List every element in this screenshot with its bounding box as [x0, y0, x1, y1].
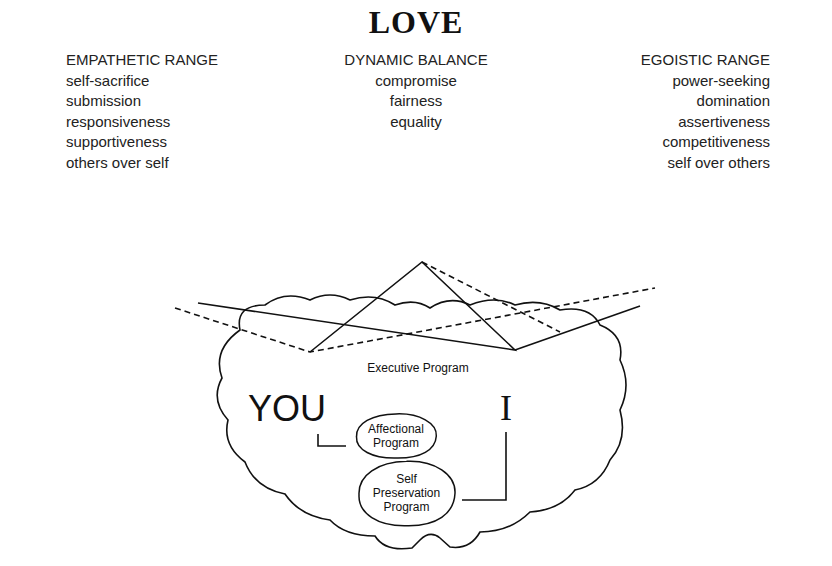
column-heading: EMPATHETIC RANGE	[66, 51, 218, 68]
column-heading: EGOISTIC RANGE	[641, 51, 770, 68]
region-text-group: Self Preservation Program	[373, 472, 441, 515]
column-heading: DYNAMIC BALANCE	[266, 51, 566, 68]
leader-line	[462, 432, 506, 500]
column-item: others over self	[66, 154, 169, 171]
region-label: YOU	[248, 388, 326, 429]
column-item: self-sacrifice	[66, 72, 149, 89]
program-region: Affectional Program	[354, 413, 438, 459]
region-outline-path	[358, 461, 454, 525]
program-region: Self Preservation Program	[356, 460, 457, 527]
region-outline-path	[356, 414, 436, 458]
dashed-triangle-line	[422, 262, 560, 332]
column-item: equality	[266, 113, 566, 130]
column-item: fairness	[266, 92, 566, 109]
region-text-group: Affectional Program	[368, 422, 424, 451]
region-label: I	[500, 388, 512, 429]
column-item: competitiveness	[662, 133, 770, 150]
column-item: self over others	[667, 154, 770, 171]
column-item: domination	[697, 92, 770, 109]
column-item: assertiveness	[678, 113, 770, 130]
diagram-title: LOVE	[0, 4, 832, 41]
leader-line	[318, 434, 346, 446]
program-label: Self Preservation Program	[373, 472, 441, 515]
dashed-triangle-line	[175, 288, 655, 352]
column-item: supportiveness	[66, 133, 167, 150]
column-item: submission	[66, 92, 141, 109]
program-label: Executive Program	[367, 362, 468, 376]
program-label: Affectional Program	[368, 422, 424, 451]
brain-region: YOU Executive ProgramI Affectional Program…	[200, 290, 630, 552]
column-item: power-seeking	[672, 72, 770, 89]
solid-triangle-line	[515, 306, 640, 350]
column-item: compromise	[266, 72, 566, 89]
column-item: responsiveness	[66, 113, 170, 130]
solid-triangle-line	[198, 262, 515, 352]
